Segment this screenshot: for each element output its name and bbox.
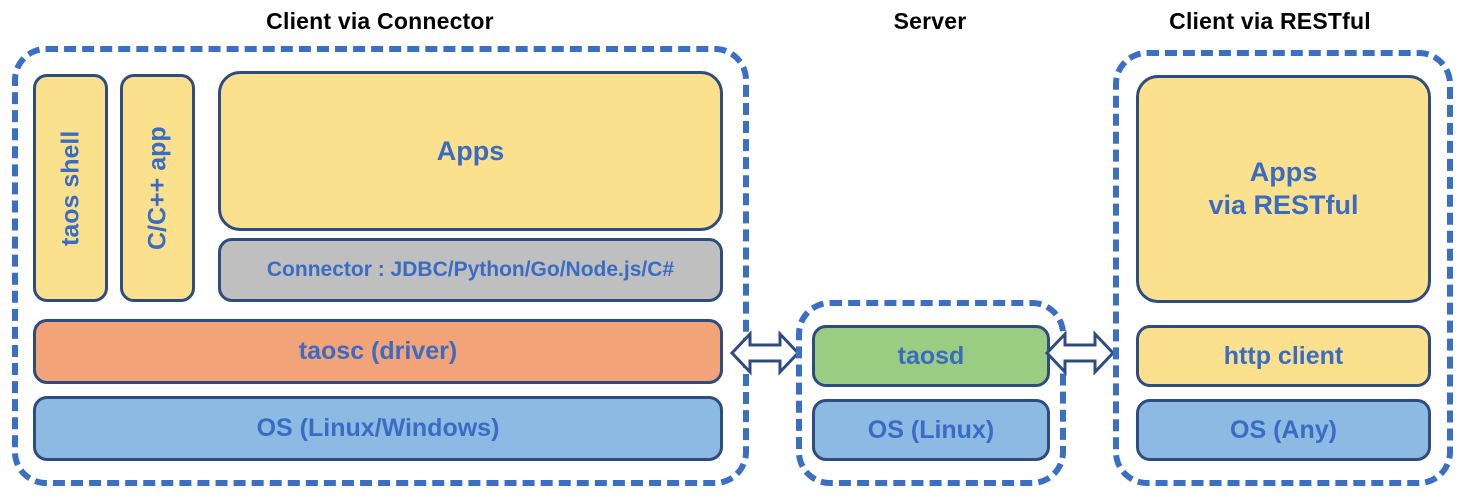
box-c-cpp-app[interactable]: C/C++ app bbox=[120, 74, 195, 302]
arrow-server-to-restful-client bbox=[1044, 325, 1116, 386]
box-apps-via-restful-line1: Apps bbox=[1249, 157, 1318, 188]
double-arrow-icon bbox=[729, 330, 801, 376]
box-os-any[interactable]: OS (Any) bbox=[1136, 399, 1431, 461]
arrow-client-to-server bbox=[729, 325, 801, 386]
box-apps-via-restful[interactable]: Apps via RESTful bbox=[1136, 75, 1431, 303]
box-taosc-driver[interactable]: taosc (driver) bbox=[33, 319, 723, 384]
box-taosd[interactable]: taosd bbox=[812, 325, 1050, 387]
group-client-via-connector bbox=[12, 46, 749, 486]
box-os-linux[interactable]: OS (Linux) bbox=[812, 399, 1050, 461]
heading-server: Server bbox=[893, 8, 967, 34]
box-apps-connector[interactable]: Apps bbox=[218, 71, 723, 231]
heading-client-via-connector: Client via Connector bbox=[266, 8, 494, 34]
group-server bbox=[796, 300, 1066, 486]
heading-client-via-restful: Client via RESTful bbox=[1169, 8, 1371, 34]
box-connector-list[interactable]: Connector : JDBC/Python/Go/Node.js/C# bbox=[218, 238, 723, 302]
box-http-client[interactable]: http client bbox=[1136, 325, 1431, 387]
group-client-via-restful bbox=[1113, 50, 1453, 486]
box-apps-via-restful-line2: via RESTful bbox=[1208, 190, 1359, 220]
box-os-linux-windows[interactable]: OS (Linux/Windows) bbox=[33, 396, 723, 461]
double-arrow-icon bbox=[1044, 330, 1116, 376]
box-taos-shell[interactable]: taos shell bbox=[33, 74, 108, 302]
